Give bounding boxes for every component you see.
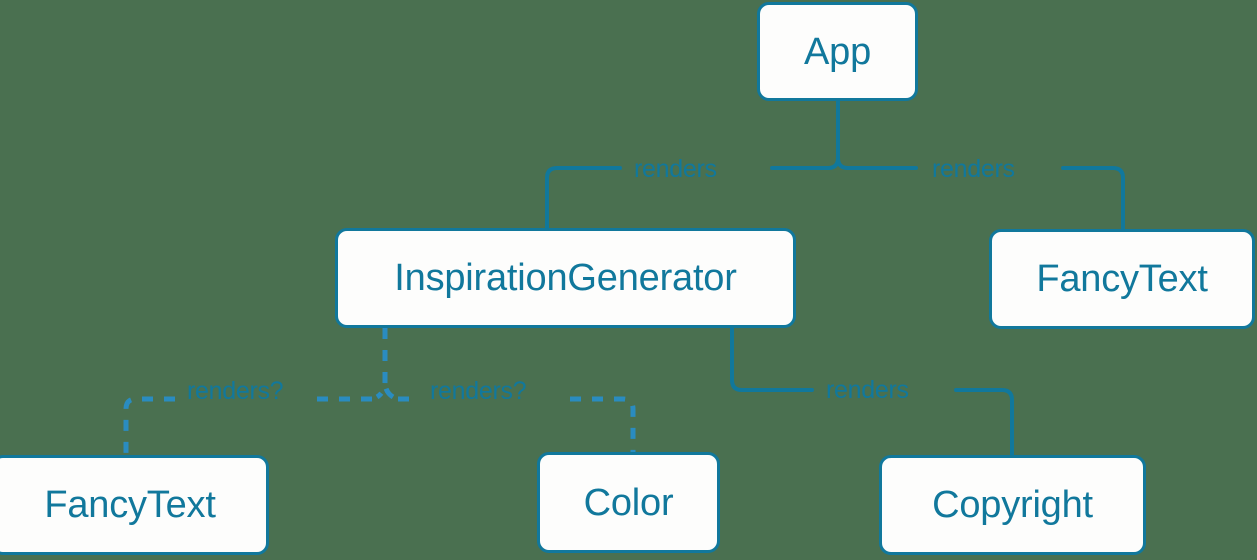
- node-inspiration-generator-label: InspirationGenerator: [394, 257, 737, 299]
- edge-label-inspiration-generator-renders-fancytext: renders?: [187, 377, 284, 405]
- edge-app-to-fancytext-right: [1061, 166, 1125, 231]
- node-app[interactable]: App: [757, 2, 918, 101]
- node-fancytext-right[interactable]: FancyText: [989, 229, 1255, 329]
- edge-label-app-renders-inspiration-generator: renders: [634, 155, 717, 183]
- edge-app-branch-right: [836, 156, 850, 170]
- node-inspiration-generator[interactable]: InspirationGenerator: [335, 228, 796, 328]
- edge-label-inspiration-generator-renders-copyright: renders: [826, 376, 909, 404]
- node-color[interactable]: Color: [537, 452, 720, 553]
- edge-inspiration-to-color-right: [570, 396, 636, 452]
- edge-label-inspiration-generator-renders-color: renders?: [430, 377, 527, 405]
- node-fancytext-right-label: FancyText: [1036, 258, 1208, 300]
- node-app-label: App: [803, 30, 871, 73]
- edge-inspiration-to-copyright-left: [730, 326, 814, 392]
- edge-label-app-renders-fancytext: renders: [932, 155, 1015, 183]
- edge-app-to-inspiration-right: [545, 166, 622, 230]
- edge-inspiration-conditional-branch: [382, 381, 395, 400]
- node-fancytext-left[interactable]: FancyText: [0, 455, 269, 555]
- edge-inspiration-conditional-stem: [375, 328, 388, 400]
- edge-inspiration-to-copyright-right: [954, 388, 1014, 457]
- node-copyright[interactable]: Copyright: [879, 455, 1146, 555]
- node-copyright-label: Copyright: [932, 484, 1093, 526]
- edge-inspiration-to-fancytext-right: [123, 396, 175, 455]
- node-color-label: Color: [583, 481, 674, 524]
- node-fancytext-left-label: FancyText: [44, 484, 216, 526]
